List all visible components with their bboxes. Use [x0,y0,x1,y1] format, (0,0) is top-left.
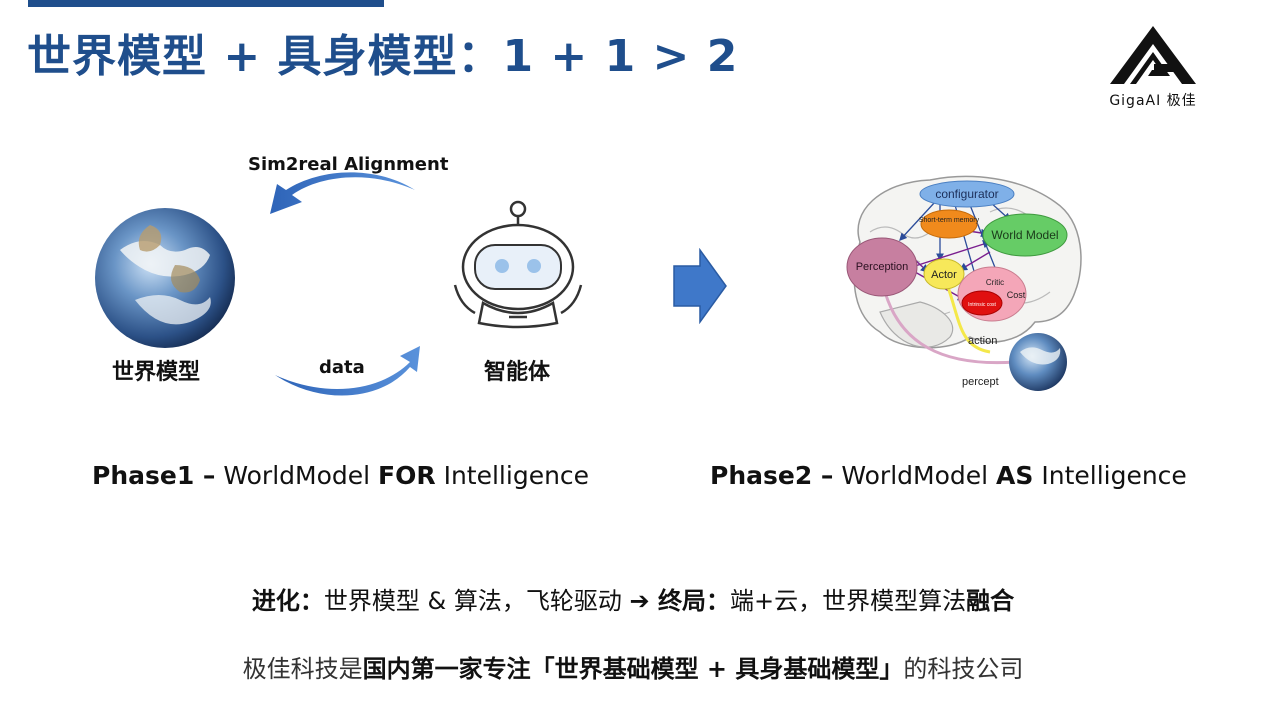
evolution-part1: 世界模型 & 算法，飞轮驱动 [323,587,630,615]
data-label: data [319,357,365,378]
agent-label: 智能体 [484,360,551,385]
evolution-end-lead: 终局 [649,587,706,615]
phase2-brain-diagram: configurator Short-term memory World Mod… [846,175,1082,391]
small-earth-icon [1009,333,1067,391]
robot-agent-icon [453,200,583,329]
action-arrow [946,286,991,354]
percept-label: percept [962,376,999,388]
percept-arrow [883,291,1016,365]
evolution-part2-bold: 融合 [966,587,1015,615]
evolution-colon: ： [299,587,324,615]
evolution-arrow-icon: ➔ [629,587,650,615]
phase-transition-arrow-icon [673,248,727,324]
configurator-module [919,180,1015,208]
earth-globe-icon [95,208,235,348]
phase2-caption-bold: AS [996,461,1034,490]
gigaai-logo: GigaAI 极佳 [1088,24,1218,114]
evolution-part2: 端+云，世界模型算法 [729,587,967,615]
phase2-caption-mid: WorldModel [833,461,997,490]
action-label: action [968,335,997,347]
short-term-memory-module [920,209,978,239]
phase2-caption-prefix: Phase2 – [710,461,834,490]
top-accent-bar [28,0,384,7]
company-suffix: 的科技公司 [903,655,1024,683]
sim2real-arrow-icon [270,172,415,214]
slide-title: 世界模型 + 具身模型：1 + 1 > 2 [27,31,739,82]
gigaai-logo-mark [1110,26,1196,84]
phase2-caption-end: Intelligence [1033,461,1187,490]
perception-module [846,237,918,297]
company-statement: 极佳科技是国内第一家专注「世界基础模型 + 具身基础模型」的科技公司 [0,649,1266,684]
phase2-caption: Phase2 – WorldModel AS Intelligence [710,461,1187,490]
data-arrow-icon [275,346,420,396]
company-prefix: 极佳科技是 [242,655,363,683]
intrinsic-cost-module [961,290,1003,316]
sim2real-label: Sim2real Alignment [248,154,449,175]
phase1-caption: Phase1 – WorldModel FOR Intelligence [92,461,589,490]
perception-label: Perception [856,261,909,273]
evolution-statement: 进化：世界模型 & 算法，飞轮驱动 ➔ 终局：端+云，世界模型算法融合 [0,581,1266,616]
intrinsic-cost-label: Intrinsic cost [968,302,996,308]
phase1-caption-bold: FOR [378,461,436,490]
actor-label: Actor [931,269,957,281]
configurator-label: configurator [935,187,998,201]
cost-label: Cost [1007,290,1026,300]
phase1-caption-end: Intelligence [435,461,590,490]
short-term-memory-label: Short-term memory [919,217,980,224]
logo-brand-text: GigaAI 极佳 [1109,93,1197,109]
evolution-colon2: ： [705,587,730,615]
world-model-label-brain: World Model [991,228,1058,242]
phase1-caption-prefix: Phase1 – [92,461,216,490]
actor-module [923,258,965,290]
phase1-caption-mid: WorldModel [215,461,379,490]
world-model-label: 世界模型 [112,360,201,385]
critic-label: Critic [986,278,1004,287]
evolution-lead: 进化 [251,587,300,615]
company-bold: 国内第一家专注「世界基础模型 + 具身基础模型」 [362,655,904,683]
world-model-module [982,213,1068,257]
phase1-diagram [95,172,583,396]
